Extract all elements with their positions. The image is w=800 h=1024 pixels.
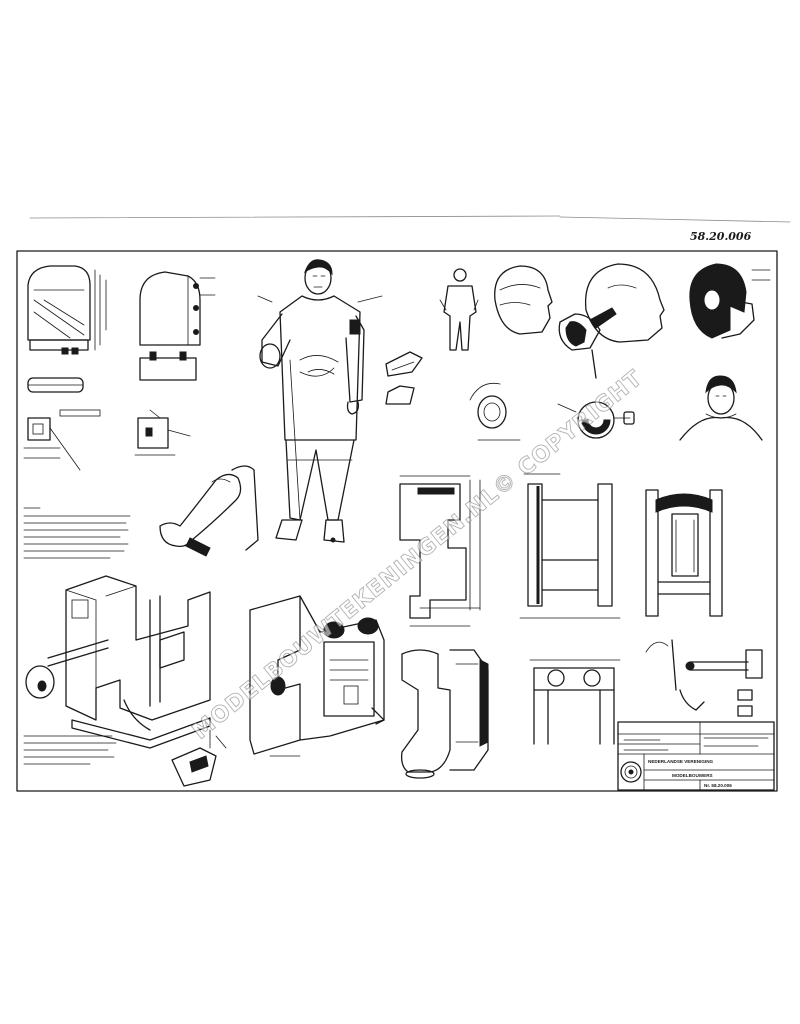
buckle-detail-left — [23, 409, 101, 471]
head-with-headset — [558, 263, 665, 379]
helmet-ring-detail — [469, 382, 521, 441]
sheet-number-handwritten: 58.20.006 — [690, 230, 752, 243]
foot-pedal-detail — [171, 729, 227, 787]
portrait-head — [679, 375, 763, 441]
notes-block — [23, 507, 131, 559]
figure-callout-lines — [257, 295, 383, 377]
buckle-detail-center — [134, 409, 191, 456]
seat-side-elevation — [399, 475, 481, 627]
arm-glove-detail — [159, 465, 259, 557]
head-with-helmet-cap — [689, 263, 771, 339]
top-rule-line-right — [559, 216, 791, 223]
circular-emblem-icon — [620, 761, 642, 783]
lever-mechanism-detail — [645, 639, 763, 717]
drawing-frame — [16, 250, 778, 792]
seat-rear-frame-view — [529, 659, 621, 745]
helmet-visor-detail — [557, 401, 635, 439]
watermark: MODELBOUWTEKENINGEN.NL© COPYRIGHT — [188, 366, 648, 745]
control-console-box — [249, 595, 385, 757]
title-block-line1: NEDERLANDSE VERENIGING — [648, 759, 714, 764]
boot-detail — [385, 351, 423, 405]
backpack-side-view — [139, 271, 216, 381]
backpack-front-view — [27, 265, 107, 393]
title-block: NEDERLANDSE VERENIGING MODELBOUWERS Nr. … — [617, 721, 775, 791]
seat-frame-front-elevation — [519, 473, 621, 619]
seat-front-view — [400, 649, 489, 779]
seat-frame-with-cylinder — [645, 489, 723, 617]
drawing-number: Nr. 58.20.006 — [704, 783, 732, 788]
small-astronaut-figure — [439, 268, 479, 351]
top-rule-line — [29, 215, 561, 219]
astronaut-figure — [259, 259, 365, 543]
title-block-line2: MODELBOUWERS — [672, 773, 713, 778]
notes-block-bottom — [23, 735, 117, 765]
seat-frame-isometric — [25, 575, 211, 749]
head-profile-left — [494, 265, 553, 335]
